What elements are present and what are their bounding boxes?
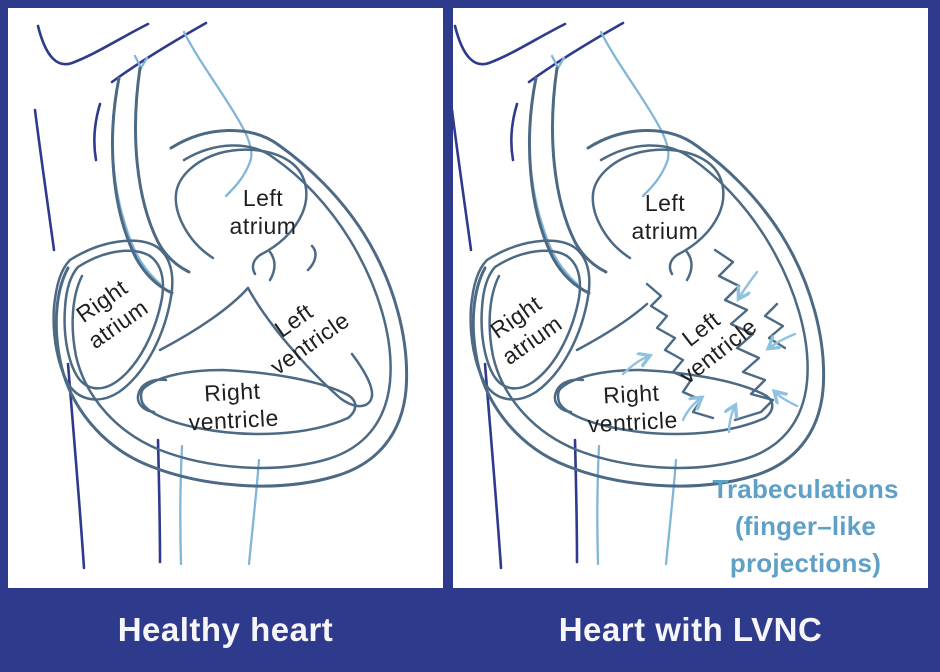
left-atrium-label-line1: Left [645, 190, 685, 216]
mitral-leaflet-1 [685, 250, 693, 282]
right-atrium-outer-wall [52, 239, 174, 401]
healthy-heart-panel: Left atrium Right atrium Left ventricle … [8, 8, 443, 588]
arrow-icon [775, 392, 799, 408]
left-upper-vessel-line [33, 108, 56, 252]
heart-outer-outline [54, 129, 409, 488]
arrow-icon [739, 270, 759, 298]
mitral-leaflet-1 [268, 250, 276, 282]
arrow-icon [681, 398, 701, 422]
lower-vessel-line-2 [573, 438, 579, 564]
trabeculations-annotation: Trabeculations (finger–like projections) [683, 471, 928, 582]
short-vessel-arc [510, 102, 519, 162]
right-ventricle-label-line2: ventricle [188, 405, 279, 436]
right-ventricle-label-line2: ventricle [587, 407, 678, 438]
lvnc-heart-diagram: Left atrium Right atrium Left ventricle … [453, 21, 826, 570]
left-atrium-chamber [591, 148, 725, 276]
lateral-trabeculation-zigzag [713, 248, 775, 422]
tricuspid-curl [136, 378, 168, 414]
aorta-inner-wall [551, 66, 608, 274]
right-ventricle-label-line1: Right [603, 380, 661, 409]
lower-vessel-line-3 [179, 444, 184, 566]
aorta-outer-wall [110, 76, 174, 295]
tricuspid-curl [553, 378, 585, 414]
left-atrium-chamber [174, 148, 308, 276]
right-atrium-outer-wall [469, 239, 591, 401]
aorta-outer-wall [527, 76, 591, 295]
aortic-arch-line [36, 22, 150, 66]
apex-trabeculation-zigzag [763, 302, 787, 350]
trabeculations-annotation-line3: projections) [729, 548, 882, 579]
lower-vessel-line-4 [664, 458, 678, 566]
short-vessel-arc [93, 102, 102, 162]
lower-vessel-line-2 [156, 438, 162, 564]
right-ventricle-chamber [556, 368, 774, 436]
right-atrium-inner-wall [63, 249, 165, 390]
heart-walls [469, 66, 826, 488]
right-ventricle-label-line1: Right [204, 378, 262, 407]
aortic-arch-line [453, 22, 567, 66]
lower-vessel-line-4 [247, 458, 261, 566]
trabeculation-arrows [621, 270, 799, 434]
right-ventricle-chamber [139, 368, 357, 436]
healthy-heart-diagram: Left atrium Right atrium Left ventricle … [33, 21, 409, 570]
left-atrium-label-line2: atrium [632, 218, 699, 244]
arrow-icon [729, 406, 735, 434]
arrow-icon [621, 356, 649, 376]
left-ventricle-wall [246, 286, 374, 408]
arrow-icon [769, 332, 797, 348]
pulmonary-vein-line [182, 30, 253, 198]
septum-line [575, 302, 649, 352]
left-upper-vessel-line [453, 109, 473, 252]
healthy-heart-caption: Healthy heart [117, 611, 334, 648]
trabeculations-annotation-line1: Trabeculations [712, 474, 899, 505]
right-atrium-inner-wall [480, 249, 582, 390]
lvnc-heart-caption: Heart with LVNC [558, 611, 823, 648]
lvnc-heart-panel: Left atrium Right atrium Left ventricle … [453, 8, 928, 588]
heart-outer-outline [471, 129, 826, 488]
pulmonary-vein-line [599, 30, 670, 198]
lower-vessel-line-3 [596, 444, 601, 566]
aorta-diagonal-line [110, 21, 208, 84]
aorta-diagonal-line [527, 21, 625, 84]
mitral-leaflet-2 [306, 244, 317, 272]
septum-line [158, 286, 250, 352]
heart-walls [52, 66, 409, 488]
aorta-inner-wall [134, 66, 191, 274]
chamber-labels: Left atrium Right atrium Left ventricle … [485, 190, 761, 438]
left-atrium-label-line2: atrium [230, 213, 297, 239]
trabeculations-annotation-line2: (finger–like [734, 511, 877, 542]
left-atrium-label-line1: Left [243, 185, 283, 211]
